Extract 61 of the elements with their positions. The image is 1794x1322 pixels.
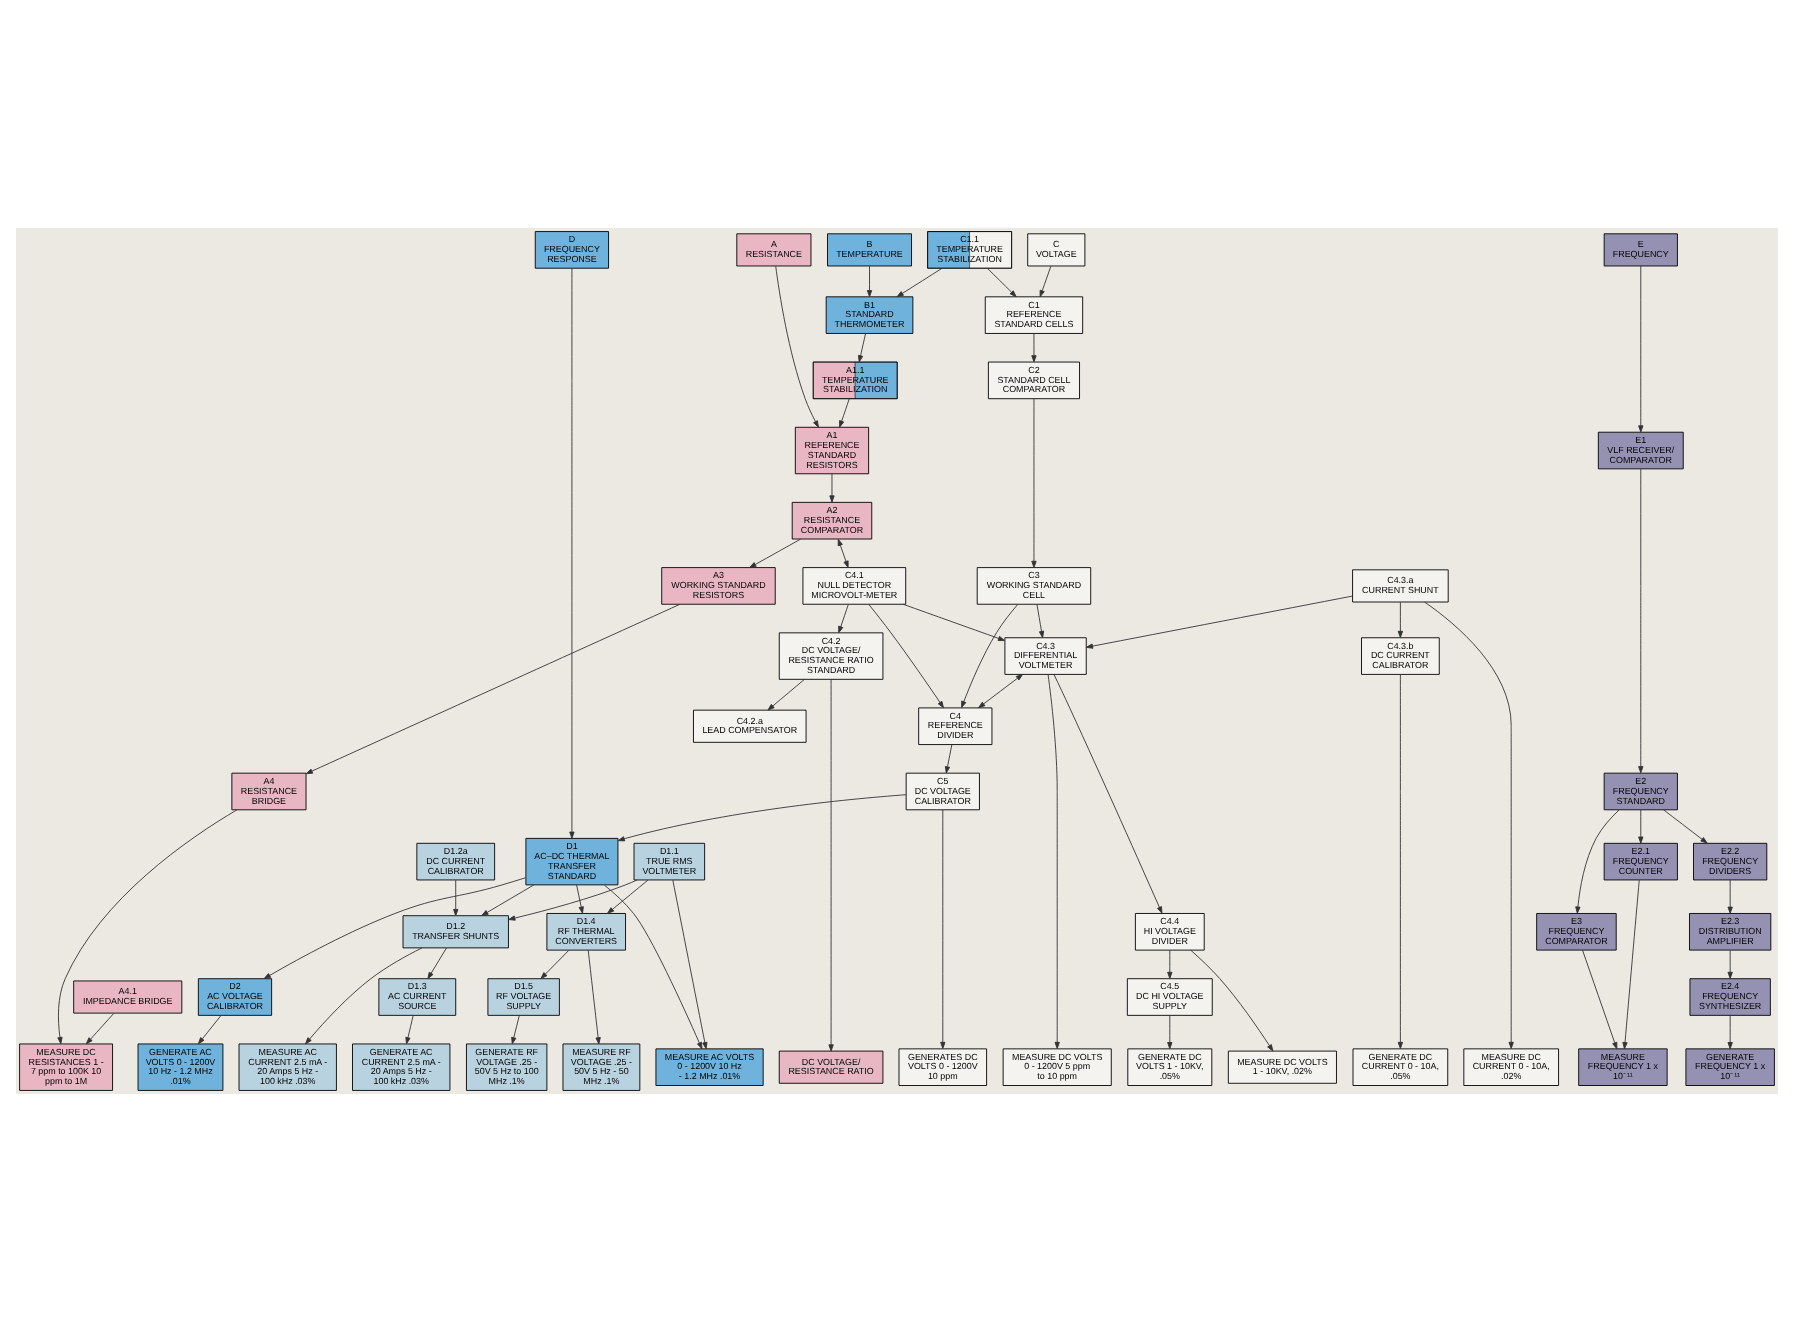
arrow (866, 265, 873, 298)
arrow (944, 744, 953, 774)
arrow (1727, 1015, 1733, 1050)
arrow (508, 879, 638, 921)
arrow (569, 267, 575, 839)
arrow (857, 333, 866, 363)
arrow (1397, 601, 1403, 638)
arrow (1047, 674, 1060, 1049)
arrow (767, 678, 805, 711)
arrow (427, 947, 447, 980)
arrow (1622, 879, 1640, 1050)
arrow (1167, 1015, 1173, 1050)
arrow (672, 879, 708, 1050)
arrow (85, 1013, 115, 1045)
arrow (1663, 809, 1708, 844)
arrow (749, 538, 802, 569)
arrow (838, 604, 849, 634)
arrow (1638, 265, 1644, 433)
arrow (828, 679, 834, 1052)
arrow (1397, 674, 1403, 1049)
arrow (1575, 809, 1620, 914)
arrow (197, 1015, 222, 1045)
arrow (1085, 595, 1353, 649)
arrow (940, 809, 946, 1049)
arrow (603, 884, 703, 1050)
arrow (1424, 601, 1514, 1049)
arrow (837, 538, 849, 568)
arrow (1190, 949, 1274, 1052)
arrow (902, 603, 1006, 641)
arrow (1036, 604, 1045, 639)
arrow (987, 268, 1017, 298)
arrow (1727, 879, 1733, 914)
arrow (896, 267, 943, 298)
arrow (1727, 949, 1733, 979)
arrow (617, 794, 907, 842)
arrow (481, 884, 535, 917)
arrow (1039, 265, 1052, 298)
arrow (305, 603, 681, 775)
arrow (868, 604, 944, 709)
arrow (57, 809, 238, 1045)
arrow (1031, 398, 1037, 568)
arrow (405, 1015, 414, 1045)
arrow (1167, 949, 1173, 979)
arrow (775, 265, 819, 428)
arrow (1031, 333, 1037, 363)
arrow (263, 877, 526, 980)
arrow (607, 879, 649, 914)
arrow (1582, 949, 1618, 1050)
arrow (961, 603, 1019, 709)
arrow (1638, 468, 1644, 774)
arrow (453, 879, 459, 917)
arrow (829, 473, 835, 503)
arrow (1053, 674, 1163, 914)
arrow (511, 1015, 520, 1045)
arrow (540, 949, 570, 979)
arrow (305, 947, 423, 1045)
arrow (839, 398, 850, 428)
arrow (1638, 809, 1644, 844)
arrow (576, 884, 584, 914)
arrow (978, 673, 1023, 709)
arrow (587, 949, 601, 1045)
